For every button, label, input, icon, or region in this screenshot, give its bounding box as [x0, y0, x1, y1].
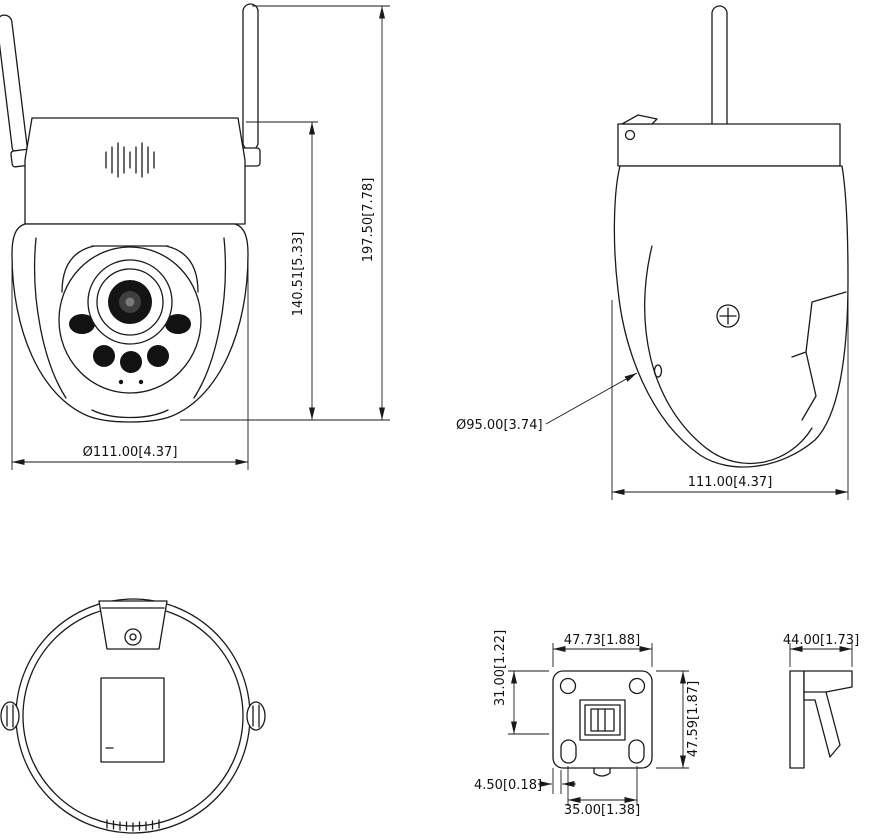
lens-ring [96, 268, 164, 336]
lens-center [125, 297, 135, 307]
bracket-slot-bottom-right [628, 739, 645, 764]
bottom-grill-ticks [106, 819, 160, 832]
bracket-side-dimensions: 44.00[1.73] [783, 633, 859, 667]
label-recess [100, 677, 165, 763]
side-knob-right [246, 701, 266, 731]
bracket-front-dimensions: 47.73[1.88] 31.00[1.22] 47.59[1.87] 4.50… [474, 630, 701, 818]
bracket-hole-top-left [559, 677, 577, 695]
antenna-right [240, 3, 261, 167]
front-view [0, 3, 261, 423]
bracket-slot-bottom-left [560, 739, 577, 764]
dim-body-height-label: 140.51[5.33] [291, 232, 306, 317]
dim-bracket-slot-offset-label: 4.50[0.18] [474, 778, 542, 793]
ir-led-bottom-right [147, 345, 169, 367]
cap-edge-detail [621, 114, 658, 125]
dim-front-diameter-label: Ø111.00[4.37] [83, 445, 178, 460]
ir-led-bottom-left [93, 345, 115, 367]
head-seam-arc [644, 245, 813, 464]
bracket-plate [552, 670, 653, 769]
bracket-side-arm [803, 670, 853, 758]
base-arc [91, 409, 169, 419]
plate-hole-inner [129, 633, 137, 641]
dim-bracket-hole-spacing-label: 35.00[1.38] [564, 803, 640, 818]
speaker-grill [105, 142, 155, 178]
ir-led-right [165, 314, 191, 334]
side-screw [716, 304, 740, 328]
side-top-cap [617, 123, 841, 167]
dim-bracket-depth-label: 44.00[1.73] [783, 633, 859, 648]
dim-bracket-hole-offset-label: 31.00[1.22] [493, 630, 508, 706]
front-view-dimensions: 140.51[5.33] 197.50[7.78] Ø111.00[4.37] [11, 5, 390, 470]
dim-total-height-label: 197.50[7.78] [361, 178, 376, 263]
ir-led-bottom-center [120, 351, 142, 373]
bracket-center-opening [579, 699, 626, 741]
yoke-bracket [61, 245, 199, 293]
body-flank-seams [33, 237, 227, 399]
bracket-bottom-tab [593, 767, 611, 777]
side-screw-cross [719, 307, 737, 325]
cap-screw [624, 129, 636, 141]
ir-led-left [69, 314, 95, 334]
antenna-left [0, 14, 32, 168]
plate-hole-outer [124, 628, 142, 646]
camera-top-cap [24, 117, 246, 225]
bracket-front-view [552, 670, 653, 777]
bracket-side-view [789, 670, 853, 769]
dim-bracket-width-label: 47.73[1.88] [564, 633, 640, 648]
mic-hole-left [118, 379, 124, 385]
status-led-slot [653, 364, 663, 378]
dim-side-width-label: 111.00[4.37] [688, 475, 773, 490]
dim-bracket-height-label: 47.59[1.87] [686, 681, 701, 757]
bracket-hole-top-right [628, 677, 646, 695]
dim-side-diameter-label: Ø95.00[3.74] [456, 418, 543, 433]
mic-hole-right [138, 379, 144, 385]
side-knob-left [0, 701, 20, 731]
side-view [613, 5, 849, 468]
mount-column-detail [791, 291, 847, 421]
mount-plate [98, 600, 168, 650]
side-view-dimensions: Ø95.00[3.74] 111.00[4.37] [456, 288, 849, 500]
bottom-view [0, 598, 266, 834]
bracket-side-plate [789, 670, 805, 769]
